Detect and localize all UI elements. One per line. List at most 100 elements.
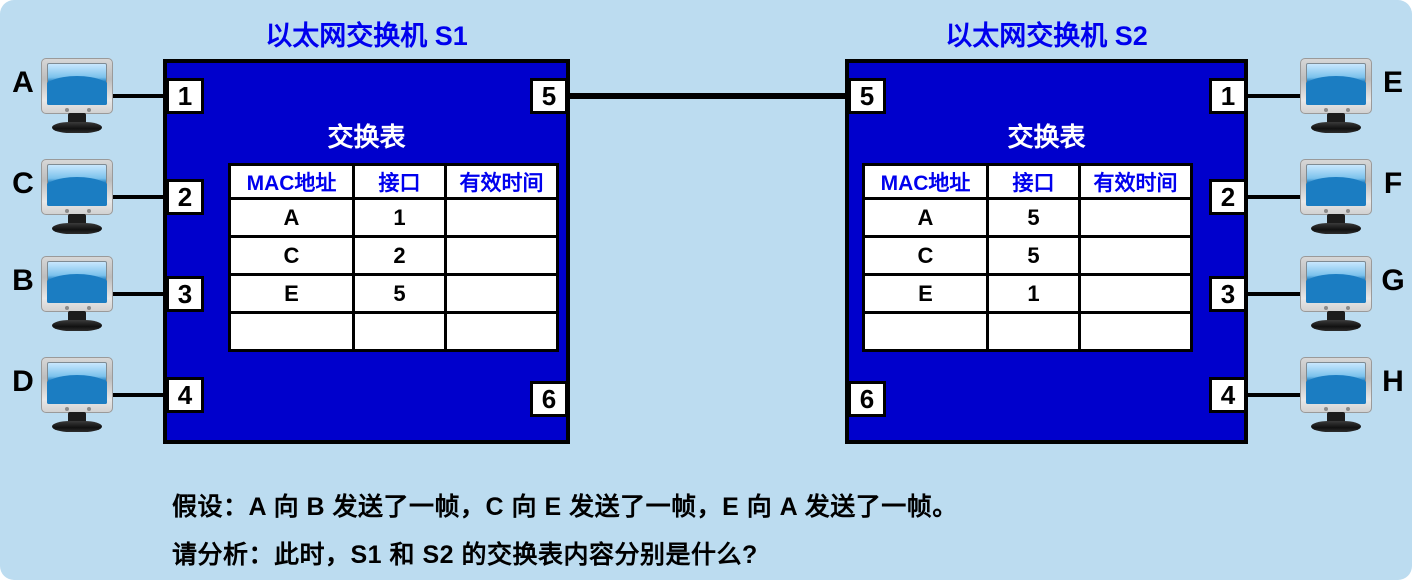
port-badge-s1-2[interactable]: 2	[166, 179, 204, 215]
host-monitor-h[interactable]	[1300, 357, 1372, 432]
monitor-screen	[1306, 261, 1366, 303]
monitor-base	[52, 122, 102, 133]
monitor-screen	[47, 261, 107, 303]
monitor-led-icon	[87, 209, 91, 213]
port-badge-s1-6[interactable]: 6	[530, 381, 568, 417]
cable-host-a	[112, 94, 170, 98]
cell-mac: A	[228, 197, 355, 238]
port-badge-s2-5[interactable]: 5	[848, 78, 886, 114]
host-monitor-e[interactable]	[1300, 58, 1372, 133]
port-badge-s2-6[interactable]: 6	[848, 381, 886, 417]
switch-s2-title: 以太网交换机 S2	[945, 21, 1148, 51]
host-monitor-d[interactable]	[41, 357, 113, 432]
cable-host-b	[112, 292, 170, 296]
cell-time	[1078, 197, 1193, 238]
switch-s1-title: 以太网交换机 S1	[265, 21, 468, 51]
trunk-link-cable	[568, 93, 848, 99]
column-header-port: 接口	[986, 163, 1081, 200]
monitor-screen	[1306, 362, 1366, 404]
cell-port: 5	[986, 235, 1081, 276]
monitor-led-icon	[1346, 407, 1350, 411]
monitor-screen	[1306, 63, 1366, 105]
monitor-led-icon	[87, 108, 91, 112]
cable-host-f	[1243, 195, 1301, 199]
host-label-a: A	[12, 66, 34, 99]
port-badge-s1-1[interactable]: 1	[166, 78, 204, 114]
host-label-b: B	[12, 264, 34, 297]
cell-mac	[862, 311, 989, 352]
host-monitor-c[interactable]	[41, 159, 113, 234]
cell-time	[1078, 311, 1193, 352]
monitor-led-icon	[87, 306, 91, 310]
monitor-base	[1311, 122, 1361, 133]
cell-mac: E	[862, 273, 989, 314]
cell-mac: C	[862, 235, 989, 276]
cell-time	[1078, 235, 1193, 276]
switch-s1-table-caption: 交换表	[327, 122, 406, 152]
monitor-led-icon	[1324, 407, 1328, 411]
port-badge-s2-1[interactable]: 1	[1209, 78, 1247, 114]
monitor-screen	[1306, 164, 1366, 206]
monitor-neck	[1327, 113, 1345, 124]
column-header-mac: MAC地址	[862, 163, 989, 200]
cable-host-d	[112, 393, 170, 397]
monitor-led-icon	[1324, 306, 1328, 310]
monitor-neck	[68, 214, 86, 225]
monitor-screen	[47, 63, 107, 105]
cable-host-h	[1243, 393, 1301, 397]
monitor-neck	[68, 113, 86, 124]
cable-host-c	[112, 195, 170, 199]
host-monitor-b[interactable]	[41, 256, 113, 331]
cell-port: 5	[352, 273, 447, 314]
monitor-base	[52, 223, 102, 234]
monitor-led-icon	[87, 407, 91, 411]
table-header-row: MAC地址 接口 有效时间	[862, 163, 1193, 200]
column-header-port: 接口	[352, 163, 447, 200]
port-badge-s2-3[interactable]: 3	[1209, 276, 1247, 312]
monitor-led-icon	[65, 209, 69, 213]
monitor-base	[1311, 223, 1361, 234]
port-badge-s1-3[interactable]: 3	[166, 276, 204, 312]
monitor-neck	[1327, 311, 1345, 322]
switch-s2-table-caption: 交换表	[1007, 122, 1086, 152]
cell-time	[444, 273, 559, 314]
host-label-h: H	[1382, 365, 1404, 398]
host-label-d: D	[12, 365, 34, 398]
cell-port: 2	[352, 235, 447, 276]
switch-s1-mac-table: MAC地址 接口 有效时间 A 1 C 2 E 5	[228, 163, 559, 352]
monitor-neck	[68, 412, 86, 423]
port-badge-s2-4[interactable]: 4	[1209, 377, 1247, 413]
host-label-c: C	[12, 167, 34, 200]
host-monitor-g[interactable]	[1300, 256, 1372, 331]
port-badge-s1-5[interactable]: 5	[530, 78, 568, 114]
table-row: E 5	[228, 273, 559, 314]
port-badge-s1-4[interactable]: 4	[166, 377, 204, 413]
table-header-row: MAC地址 接口 有效时间	[228, 163, 559, 200]
host-monitor-a[interactable]	[41, 58, 113, 133]
host-monitor-f[interactable]	[1300, 159, 1372, 234]
monitor-led-icon	[1346, 306, 1350, 310]
table-row	[228, 311, 559, 352]
host-label-f: F	[1383, 167, 1403, 200]
monitor-base	[1311, 320, 1361, 331]
monitor-led-icon	[65, 407, 69, 411]
monitor-neck	[1327, 412, 1345, 423]
cable-host-g	[1243, 292, 1301, 296]
port-badge-s2-2[interactable]: 2	[1209, 179, 1247, 215]
host-label-g: G	[1381, 264, 1405, 297]
cell-port	[352, 311, 447, 352]
monitor-led-icon	[65, 306, 69, 310]
monitor-led-icon	[1346, 108, 1350, 112]
monitor-base	[52, 421, 102, 432]
cell-port	[986, 311, 1081, 352]
cell-time	[1078, 273, 1193, 314]
monitor-screen	[47, 164, 107, 206]
monitor-led-icon	[1324, 209, 1328, 213]
monitor-screen	[47, 362, 107, 404]
column-header-time: 有效时间	[1078, 163, 1193, 200]
caption-line-question: 请分析：此时，S1 和 S2 的交换表内容分别是什么?	[172, 541, 758, 569]
table-row: E 1	[862, 273, 1193, 314]
cell-time	[444, 197, 559, 238]
table-row: A 1	[228, 197, 559, 238]
table-row	[862, 311, 1193, 352]
